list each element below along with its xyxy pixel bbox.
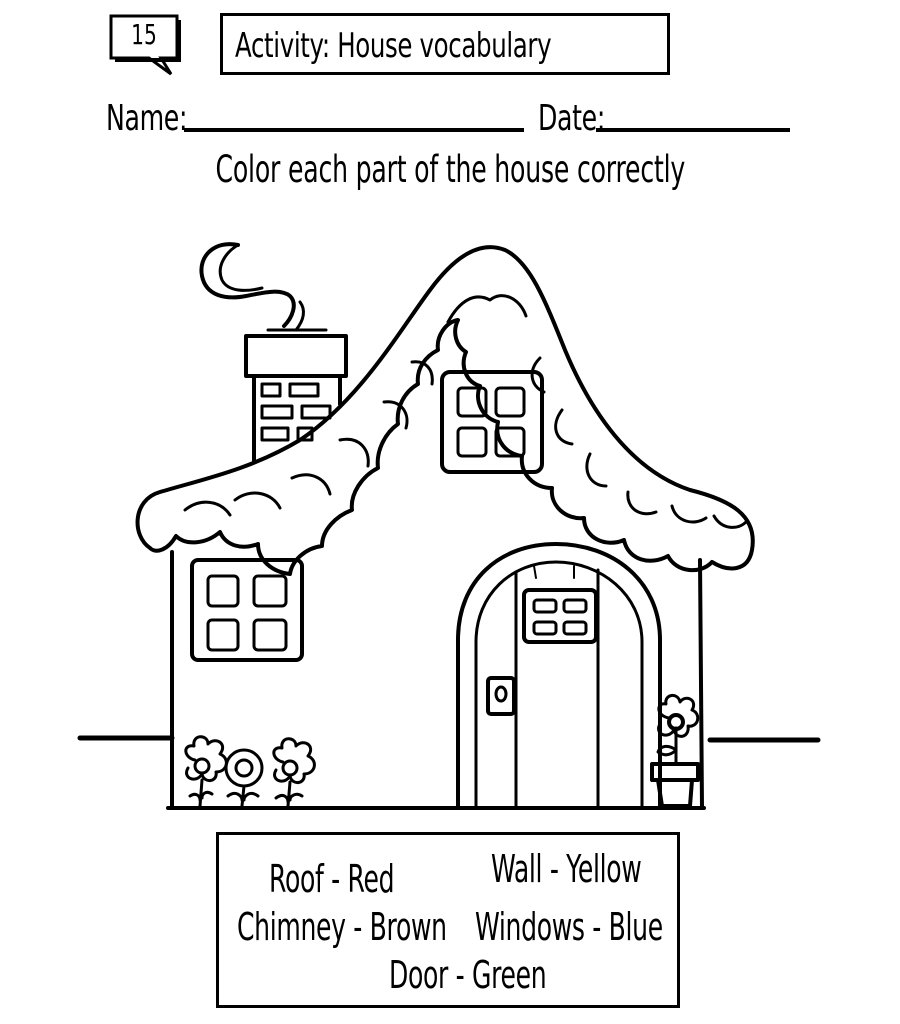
activity-title: Activity: House vocabulary bbox=[235, 26, 552, 66]
roof bbox=[135, 245, 755, 576]
flower-icon bbox=[224, 748, 264, 808]
front-door bbox=[456, 542, 662, 808]
date-field-line[interactable] bbox=[596, 128, 790, 132]
flower-icon bbox=[184, 735, 228, 808]
speech-bubble-icon bbox=[109, 14, 181, 76]
color-legend: Roof - Red Wall - Yellow Chimney - Brown… bbox=[216, 832, 680, 1008]
name-label: Name: bbox=[106, 98, 188, 139]
legend-roof: Roof - Red bbox=[269, 857, 395, 901]
worksheet-number-badge: 15 bbox=[109, 12, 183, 78]
flower-pot-icon bbox=[650, 694, 700, 808]
date-label: Date: bbox=[538, 98, 605, 139]
instruction-text: Color each part of the house correctly bbox=[215, 148, 685, 191]
legend-chimney: Chimney - Brown bbox=[237, 905, 447, 949]
legend-wall: Wall - Yellow bbox=[491, 847, 642, 891]
name-field-line[interactable] bbox=[184, 128, 524, 132]
chimney bbox=[244, 334, 348, 464]
flower-icon bbox=[272, 737, 316, 808]
house-wall bbox=[166, 550, 706, 810]
legend-windows: Windows - Blue bbox=[475, 905, 663, 949]
activity-title-box: Activity: House vocabulary bbox=[220, 13, 670, 75]
door-handle-icon bbox=[486, 676, 516, 716]
legend-door: Door - Green bbox=[389, 953, 547, 997]
worksheet-number: 15 bbox=[131, 18, 157, 51]
smoke-icon bbox=[199, 242, 296, 328]
attic-window bbox=[440, 370, 544, 474]
left-window bbox=[190, 558, 304, 662]
